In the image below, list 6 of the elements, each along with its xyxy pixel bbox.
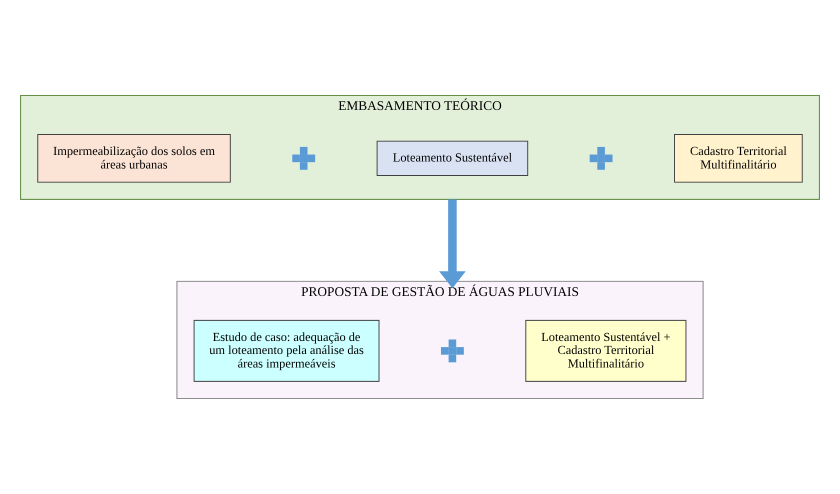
- node-box: Cadastro Territorial Multifinalitário: [674, 134, 803, 183]
- node-box: Loteamento Sustentável: [376, 140, 528, 176]
- node-box: Estudo de caso: adequação de um loteamento pela análise das áreas impermeáveis: [194, 320, 380, 382]
- arrow: [439, 199, 466, 288]
- node-box: Loteamento Sustentável + Cadastro Territorial Multifinalitário: [525, 320, 686, 382]
- node-box: Impermeabilização dos solos em áreas urbanas: [37, 134, 231, 183]
